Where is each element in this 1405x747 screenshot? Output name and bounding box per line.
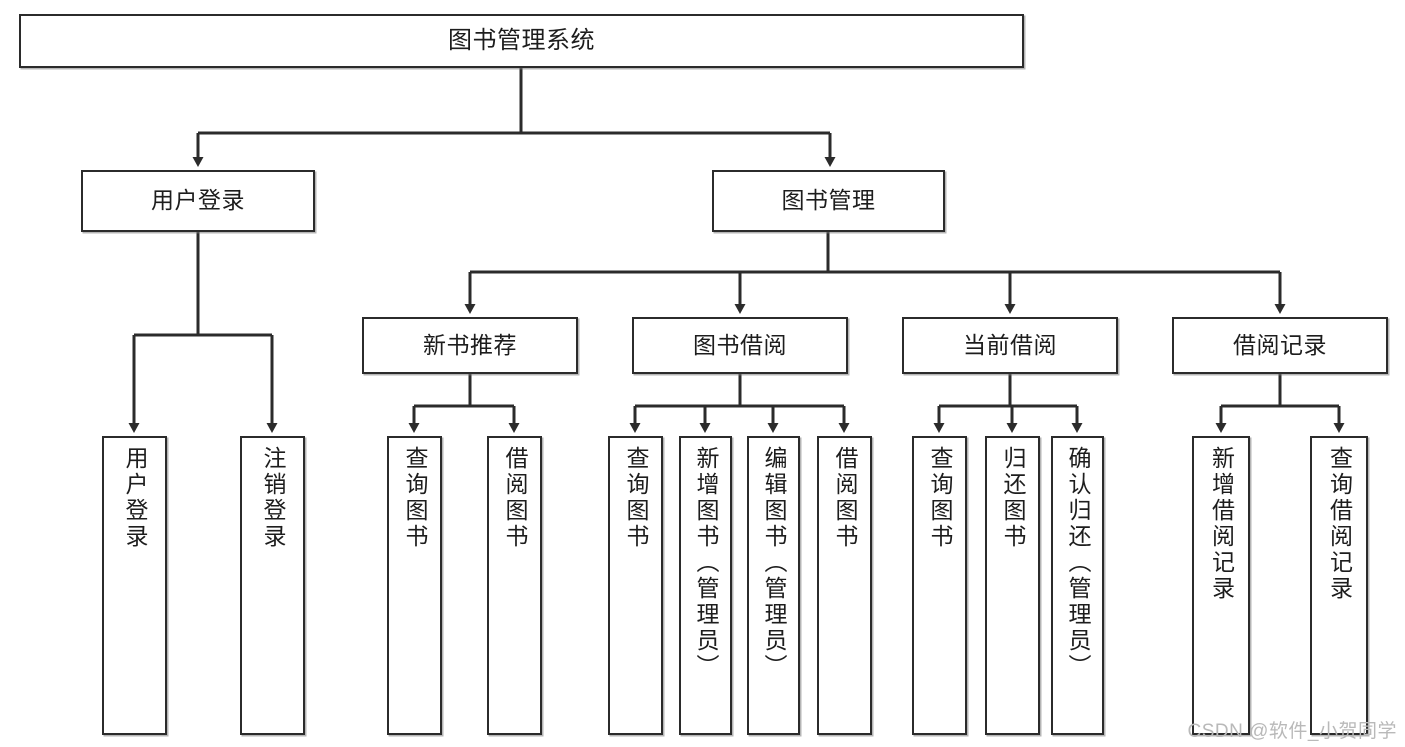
leaf-return-book[interactable]: 归还图书: [985, 436, 1040, 735]
node-book-borrow[interactable]: 图书借阅: [632, 317, 848, 374]
node-borrow-record-label: 借阅记录: [1233, 331, 1327, 358]
leaf-query-record[interactable]: 查询借阅记录: [1310, 436, 1368, 735]
node-user-login[interactable]: 用户登录: [81, 170, 315, 232]
leaf-query-book-1-label: 查询图书: [402, 446, 428, 550]
leaf-query-book-3-label: 查询图书: [927, 446, 953, 550]
leaf-query-book-2-label: 查询图书: [623, 446, 649, 550]
leaf-query-book-2[interactable]: 查询图书: [608, 436, 663, 735]
node-new-book-rec[interactable]: 新书推荐: [362, 317, 578, 374]
leaf-add-record[interactable]: 新增借阅记录: [1192, 436, 1250, 735]
node-root[interactable]: 图书管理系统: [19, 14, 1024, 68]
node-book-manage[interactable]: 图书管理: [712, 170, 945, 232]
leaf-user-login[interactable]: 用户登录: [102, 436, 167, 735]
leaf-edit-book-label: 编辑图书（管理员）: [761, 446, 787, 680]
leaf-add-book-label: 新增图书（管理员）: [693, 446, 719, 680]
leaf-query-record-label: 查询借阅记录: [1326, 446, 1353, 602]
leaf-query-book-3[interactable]: 查询图书: [912, 436, 967, 735]
leaf-query-book-1[interactable]: 查询图书: [387, 436, 442, 735]
node-new-book-rec-label: 新书推荐: [423, 331, 517, 358]
node-current-borrow[interactable]: 当前借阅: [902, 317, 1118, 374]
leaf-user-logout[interactable]: 注销登录: [240, 436, 305, 735]
node-book-manage-label: 图书管理: [781, 187, 876, 214]
leaf-borrow-book-1[interactable]: 借阅图书: [487, 436, 542, 735]
node-current-borrow-label: 当前借阅: [963, 331, 1057, 358]
node-root-label: 图书管理系统: [448, 26, 595, 54]
node-borrow-record[interactable]: 借阅记录: [1172, 317, 1388, 374]
leaf-borrow-book-2[interactable]: 借阅图书: [817, 436, 872, 735]
leaf-confirm-return-label: 确认归还（管理员）: [1065, 446, 1091, 680]
node-user-login-label: 用户登录: [151, 187, 245, 214]
leaf-return-book-label: 归还图书: [1000, 446, 1026, 550]
leaf-confirm-return[interactable]: 确认归还（管理员）: [1051, 436, 1104, 735]
leaf-add-record-label: 新增借阅记录: [1208, 446, 1235, 602]
leaf-add-book[interactable]: 新增图书（管理员）: [679, 436, 732, 735]
leaf-edit-book[interactable]: 编辑图书（管理员）: [747, 436, 800, 735]
leaf-borrow-book-2-label: 借阅图书: [832, 446, 858, 550]
node-book-borrow-label: 图书借阅: [693, 331, 787, 358]
leaf-user-login-label: 用户登录: [122, 446, 148, 550]
leaf-user-logout-label: 注销登录: [260, 446, 286, 550]
leaf-borrow-book-1-label: 借阅图书: [502, 446, 528, 550]
watermark-label: CSDN @软件_小贺同学: [1187, 721, 1397, 742]
